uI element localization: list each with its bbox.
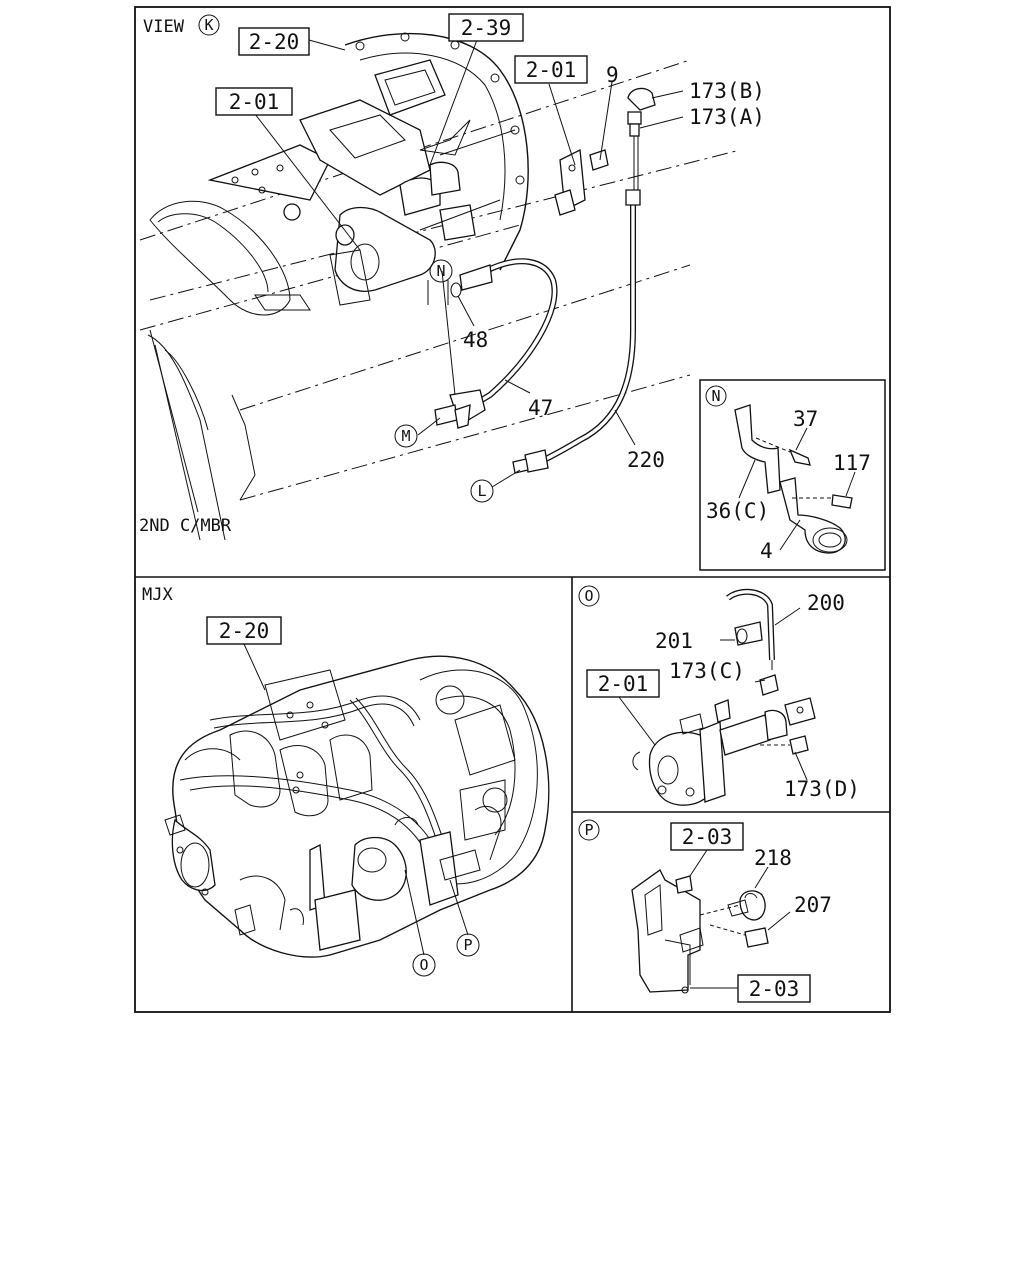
circle-ref-o[interactable]: O: [412, 953, 436, 977]
view-k-circle: [198, 14, 220, 36]
circle-ref-p[interactable]: P: [456, 933, 480, 957]
svg-text:2-20: 2-20: [249, 30, 300, 54]
part-number-200[interactable]: 200: [807, 591, 845, 615]
circle-ref-n[interactable]: N: [429, 259, 453, 283]
ref-box-2-03-a[interactable]: 2-03: [670, 822, 744, 851]
svg-text:2-01: 2-01: [526, 58, 577, 82]
diagram-frame: [134, 6, 891, 1013]
part-number-173b[interactable]: 173(B): [689, 79, 765, 103]
hose-47: [434, 258, 558, 429]
part-number-220[interactable]: 220: [627, 448, 665, 472]
view-k-circle-letter: K: [204, 16, 213, 34]
part-number-173c[interactable]: 173(C): [669, 659, 745, 683]
part-number-201[interactable]: 201: [655, 629, 693, 653]
bracket-drawing: [631, 869, 769, 994]
transmission-assembly-drawing: [164, 655, 550, 958]
part-number-117[interactable]: 117: [833, 451, 871, 475]
svg-text:2-01: 2-01: [598, 672, 649, 696]
part-number-37[interactable]: 37: [793, 407, 818, 431]
svg-text:N: N: [436, 262, 445, 280]
part-number-173d[interactable]: 173(D): [784, 777, 860, 801]
part-number-36c[interactable]: 36(C): [706, 499, 769, 523]
svg-text:2-03: 2-03: [682, 825, 733, 849]
part-number-218[interactable]: 218: [754, 846, 792, 870]
part-number-207[interactable]: 207: [794, 893, 832, 917]
ref-box-2-01-c[interactable]: 2-01: [586, 669, 660, 698]
ref-box-2-01-b[interactable]: 2-01: [215, 87, 293, 116]
ref-box-2-20-b[interactable]: 2-20: [206, 616, 282, 645]
part-number-4[interactable]: 4: [760, 539, 773, 563]
ref-box-2-01-a[interactable]: 2-01: [514, 55, 588, 84]
detail-n-inset: N 37 117 36(C) 4: [699, 379, 886, 571]
transmission-drawing: [149, 32, 529, 316]
svg-text:2-01: 2-01: [229, 90, 280, 114]
part-number-173a[interactable]: 173(A): [689, 105, 765, 129]
clip-201: [734, 621, 763, 646]
part-number-48[interactable]: 48: [463, 328, 488, 352]
svg-text:O: O: [419, 956, 428, 974]
pipe-220: [512, 189, 641, 474]
ref-box-2-20-a[interactable]: 2-20: [238, 27, 310, 56]
svg-text:2-20: 2-20: [219, 619, 270, 643]
svg-text:P: P: [463, 936, 472, 954]
pipe-200: [726, 588, 775, 670]
svg-text:2-03: 2-03: [749, 977, 800, 1001]
part-number-47[interactable]: 47: [528, 396, 553, 420]
detail-o-panel: O 2-01: [578, 585, 860, 806]
mjx-panel: MJX 2-20: [142, 585, 550, 977]
svg-text:2-39: 2-39: [461, 16, 512, 40]
svg-text:M: M: [401, 427, 410, 445]
circle-ref-l[interactable]: L: [470, 479, 494, 503]
part-number-9[interactable]: 9: [606, 63, 619, 87]
view-k-leaders: [149, 39, 684, 513]
detail-p-panel: P 2-03 2-03 218 207: [578, 819, 832, 1003]
mjx-header: MJX: [142, 585, 173, 605]
ref-box-2-03-b[interactable]: 2-03: [737, 974, 811, 1003]
ref-box-2-39[interactable]: 2-39: [448, 13, 524, 42]
detail-p-circle-letter: P: [584, 821, 593, 839]
detail-o-circle-letter: O: [584, 587, 593, 605]
view-k-panel: VIEW K: [139, 13, 886, 571]
valve-bracket-drawing: [554, 148, 609, 216]
svg-text:L: L: [477, 482, 486, 500]
fittings-173-a-b: [627, 87, 656, 190]
view-k-header: VIEW: [143, 17, 185, 37]
second-cross-member-label: 2ND C/MBR: [139, 516, 232, 536]
booster-drawing: [632, 674, 816, 806]
circle-ref-m[interactable]: M: [394, 424, 418, 448]
detail-n-circle-letter: N: [711, 387, 720, 405]
